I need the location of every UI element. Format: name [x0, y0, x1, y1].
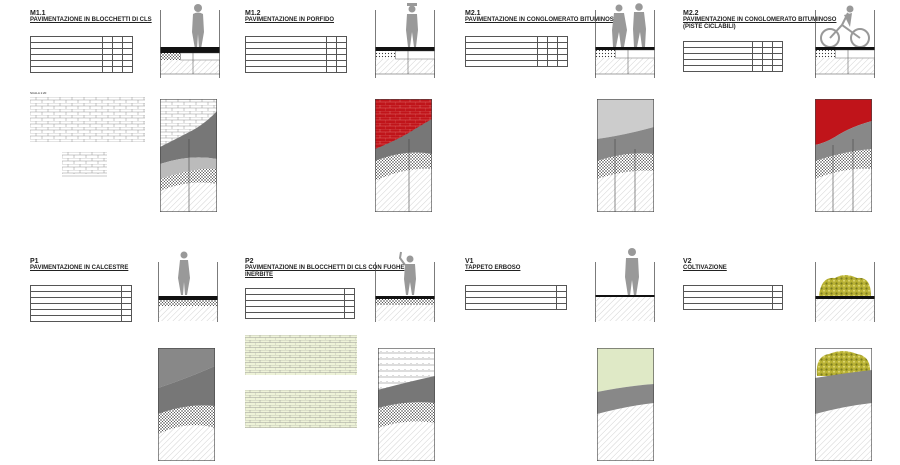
panel-subtitle: (PISTE CICLABILI) [683, 24, 736, 30]
standing-man-icon [625, 248, 639, 296]
panel-code: P2 [245, 258, 254, 265]
spec-table [30, 285, 132, 322]
layer-profile [375, 262, 435, 322]
paving-plan-variant [245, 390, 357, 428]
soil-section [815, 348, 872, 461]
walking-couple-icon [612, 3, 646, 47]
panel-title: PAVIMENTAZIONE IN CONGLOMERATO BITUMINOS… [683, 17, 837, 23]
soil-section [815, 99, 872, 212]
paving-plan [30, 97, 145, 142]
panel-code: V2 [683, 258, 692, 265]
panel-code: M1.2 [245, 10, 261, 17]
soil-section [375, 99, 432, 212]
spec-table [683, 41, 783, 72]
spec-table [465, 36, 568, 67]
spec-table [245, 288, 355, 319]
spec-table [30, 36, 133, 73]
spec-table [465, 285, 567, 310]
panel-code: M2.1 [465, 10, 481, 17]
spec-table [683, 285, 783, 310]
panel-title: COLTIVAZIONE [683, 265, 727, 271]
soil-section [378, 348, 435, 461]
panel-title: PAVIMENTAZIONE IN CONGLOMERATO BITUMINOS… [465, 17, 619, 23]
panel-code: V1 [465, 258, 474, 265]
standing-woman-icon [192, 4, 204, 49]
layer-profile [595, 10, 655, 78]
panel-code: M2.2 [683, 10, 699, 17]
standing-woman-icon [178, 251, 190, 295]
layer-profile [815, 262, 875, 322]
panel-subtitle: INERBITE [245, 272, 274, 278]
panel-code: P1 [30, 258, 39, 265]
panel-title: PAVIMENTAZIONE IN BLOCCHETTI DI CLS CON … [245, 265, 405, 271]
waving-man-icon [398, 251, 416, 295]
standing-man-icon [406, 3, 418, 47]
soil-section [160, 99, 217, 212]
panel-title: PAVIMENTAZIONE IN BLOCCHETTI DI CLS [30, 17, 152, 23]
spec-table [245, 36, 347, 73]
soil-section [597, 348, 654, 461]
scale-note: SCALA 1:20 [30, 91, 47, 95]
layer-profile [160, 10, 220, 78]
panel-title: PAVIMENTAZIONE IN PORFIDO [245, 17, 335, 23]
layer-profile [375, 10, 435, 78]
panel-title: PAVIMENTAZIONE IN CALCESTRE [30, 265, 129, 271]
layer-profile [815, 10, 875, 78]
soil-section [597, 99, 654, 212]
paving-detail [62, 152, 107, 177]
paving-plan-grass-joints [245, 335, 357, 375]
soil-section [158, 348, 215, 461]
layer-profile [595, 262, 655, 322]
panel-code: M1.1 [30, 10, 46, 17]
panel-title: TAPPETO ERBOSO [465, 265, 521, 271]
layer-profile [158, 262, 218, 322]
